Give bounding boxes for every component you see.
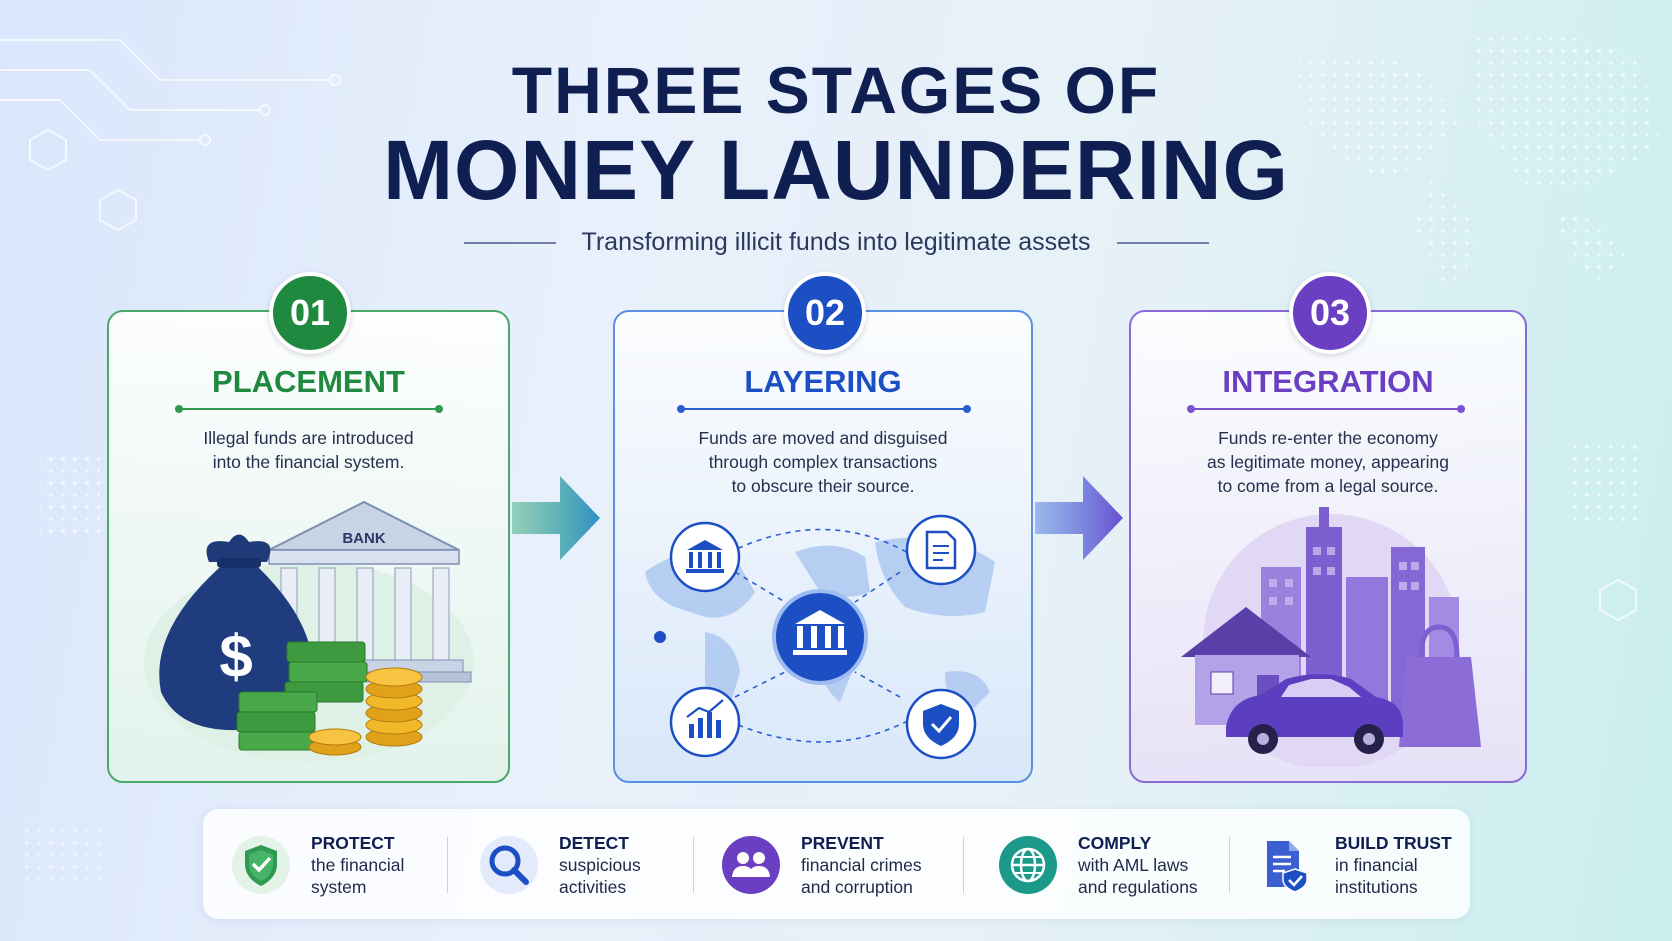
desc-line: Funds re-enter the economy	[1218, 428, 1438, 448]
pillar-separator	[693, 837, 694, 893]
stage-card-layering: 02 LAYERING Funds are moved and disguise…	[613, 272, 1033, 783]
svg-text:$: $	[219, 623, 252, 690]
stage-description: Funds are moved and disguised through co…	[615, 426, 1031, 498]
pillar-line: activities	[559, 877, 627, 897]
pillar-heading: PREVENT	[801, 833, 884, 853]
pillar-line: financial crimes	[801, 855, 922, 875]
stage-title: PLACEMENT	[212, 364, 405, 399]
pillar-separator	[963, 837, 964, 893]
layering-illustration	[645, 514, 995, 760]
car-icon	[1226, 674, 1403, 754]
stage-description: Funds re-enter the economy as legitimate…	[1131, 426, 1525, 498]
desc-line: Illegal funds are introduced	[203, 428, 414, 448]
subtitle-row: Transforming illicit funds into legitima…	[0, 228, 1672, 257]
stage-card-integration: 03 INTEGRATION Funds re-enter the econom…	[1129, 272, 1527, 783]
subtitle: Transforming illicit funds into legitima…	[581, 228, 1091, 256]
pillar-line: in financial	[1335, 855, 1418, 875]
pillar-comply: COMPLY with AML laws and regulations	[998, 827, 1198, 903]
bank-icon	[669, 521, 741, 593]
pillar-line: with AML laws	[1078, 855, 1189, 875]
pillar-line: system	[311, 877, 367, 897]
stage-number: 01	[269, 272, 351, 354]
stage-divider	[1187, 405, 1465, 413]
shield-check-icon	[232, 836, 290, 894]
desc-line: Funds are moved and disguised	[698, 428, 948, 448]
coin-stack-icon	[308, 667, 423, 756]
stage-divider	[677, 405, 971, 413]
pillar-line: and corruption	[801, 877, 913, 897]
pillar-separator	[447, 837, 448, 893]
pillar-line: suspicious	[559, 855, 641, 875]
stage-card-placement: 01 PLACEMENT Illegal funds are introduce…	[107, 272, 510, 783]
pillar-build-trust: BUILD TRUST in financial institutions	[1255, 827, 1452, 903]
desc-line: to obscure their source.	[731, 476, 915, 496]
pillar-line: institutions	[1335, 877, 1418, 897]
subtitle-rule-left	[463, 241, 556, 244]
stage-description: Illegal funds are introduced into the fi…	[109, 426, 508, 474]
desc-line: through complex transactions	[708, 452, 938, 472]
desc-line: into the financial system.	[212, 452, 405, 472]
page-title-line1: THREE STAGES OF	[511, 53, 1161, 127]
chart-icon	[669, 686, 741, 758]
stage-number: 03	[1289, 272, 1371, 354]
money-bag-icon: $	[159, 534, 314, 731]
pillar-heading: BUILD TRUST	[1335, 833, 1452, 853]
subtitle-rule-right	[1116, 241, 1209, 244]
pillar-line: and regulations	[1078, 877, 1198, 897]
placement-illustration: BANK $	[144, 500, 474, 762]
stage-title: LAYERING	[744, 364, 902, 399]
pillar-line: the financial	[311, 855, 405, 875]
pillar-detect: DETECT suspicious activities	[479, 827, 641, 903]
stage-title: INTEGRATION	[1222, 364, 1434, 399]
magnifier-icon	[480, 836, 538, 894]
pillar-protect: PROTECT the financial system	[231, 827, 404, 903]
bank-label: BANK	[342, 530, 385, 547]
people-icon	[722, 836, 780, 894]
bank-icon	[772, 589, 868, 685]
aml-benefits-bar: PROTECT the financial system DETECT susp…	[203, 809, 1470, 919]
page-title-line2: MONEY LAUNDERING	[383, 123, 1289, 217]
pillar-heading: COMPLY	[1078, 833, 1152, 853]
pillar-prevent: PREVENT financial crimes and corruption	[721, 827, 922, 903]
globe-icon	[999, 836, 1057, 894]
flow-arrow-1	[512, 476, 600, 560]
pillar-separator	[1229, 837, 1230, 893]
pillar-heading: PROTECT	[311, 833, 395, 853]
flow-arrow-2	[1035, 476, 1123, 560]
shopping-bag-icon	[1399, 624, 1481, 747]
stage-divider	[175, 405, 443, 413]
document-check-icon	[1267, 841, 1308, 893]
desc-line: as legitimate money, appearing	[1207, 452, 1449, 472]
integration-illustration	[1181, 507, 1481, 767]
document-icon	[905, 514, 977, 586]
pillar-heading: DETECT	[559, 833, 629, 853]
desc-line: to come from a legal source.	[1217, 476, 1439, 496]
cash-stack-icon	[236, 641, 368, 751]
shield-check-icon	[905, 688, 977, 760]
stage-number: 02	[784, 272, 866, 354]
